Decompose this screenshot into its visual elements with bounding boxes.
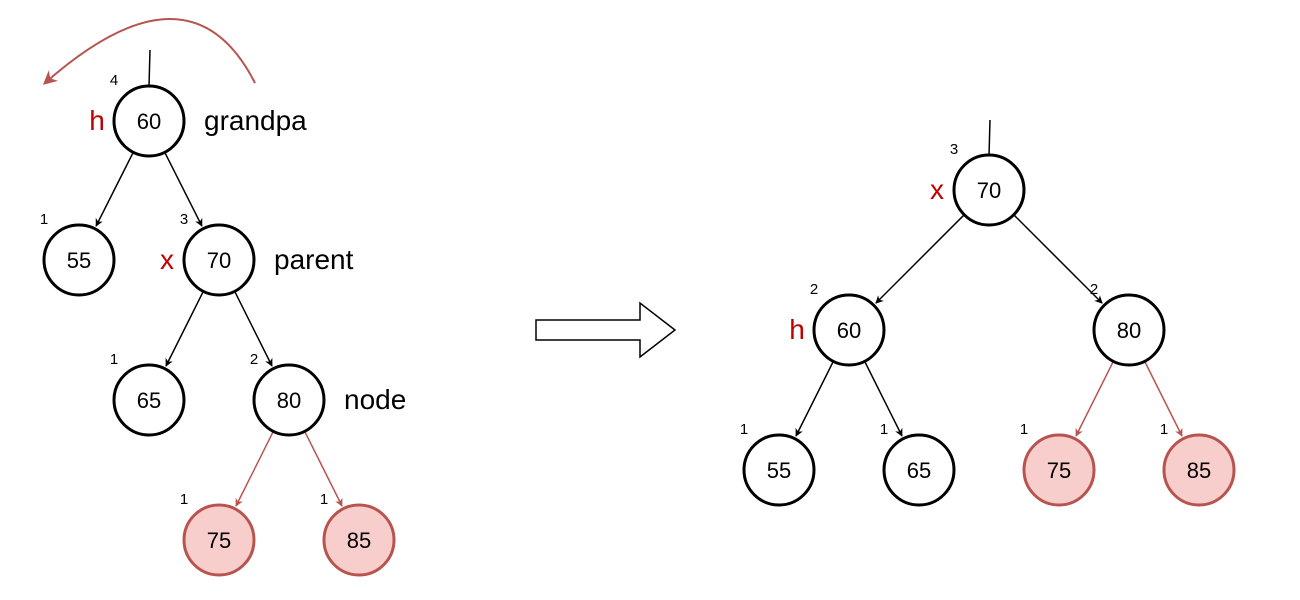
tree-edge [1013,214,1103,304]
node-height-label: 2 [810,281,818,298]
node-variable-label: h [89,105,105,136]
tree-node: 55 1 [740,421,816,507]
node-circle [182,503,256,577]
node-role-label: node [344,384,406,415]
node-circle [1092,293,1166,367]
node-height-label: 1 [880,421,888,438]
tree-edge [1075,361,1114,437]
transition-arrow-icon [535,301,677,359]
node-height-label: 1 [1020,421,1028,438]
node-height-label: 3 [950,141,958,158]
node-value: 65 [137,388,161,413]
node-circle [1022,433,1096,507]
tree-edge [235,431,274,507]
node-role-label: grandpa [204,105,307,136]
node-value: 55 [67,248,91,273]
node-height-label: 1 [740,421,748,438]
tree-edge [304,431,343,507]
node-value: 75 [207,528,231,553]
tree-node: 75 1 [180,491,256,577]
node-circle [112,363,186,437]
tree-node: 80 2 node [250,351,406,437]
node-circle [952,153,1026,227]
node-value: 85 [1187,458,1211,483]
tree-edge [864,361,903,437]
node-height-label: 1 [40,211,48,228]
tree-node: 80 2 [1090,281,1166,367]
node-value: 70 [207,248,231,273]
rotation-arrow [42,18,256,85]
node-height-label: 2 [250,351,258,368]
node-height-label: 4 [110,72,118,89]
node-height-label: 3 [180,211,188,228]
tree-node: 60 2h [789,281,886,367]
node-circle [1162,433,1236,507]
node-value: 75 [1047,458,1071,483]
tree-edge [165,291,204,367]
root-connector-line [988,119,991,157]
node-circle [322,503,396,577]
tree-edge [234,291,273,367]
node-circle [742,433,816,507]
node-value: 65 [907,458,931,483]
tree-node: 60 4h grandpa [89,72,307,158]
tree-node: 70 3x parent [160,211,354,297]
node-height-label: 2 [1090,281,1098,298]
tree-edge [795,361,834,437]
node-variable-label: x [930,174,944,205]
node-value: 60 [837,318,861,343]
node-value: 80 [1117,318,1141,343]
tree-node: 75 1 [1020,421,1096,507]
node-height-label: 1 [180,491,188,508]
tree-node: 85 1 [1160,421,1236,507]
node-value: 85 [347,528,371,553]
tree-edge [95,152,134,227]
node-circle [252,363,326,437]
node-value: 55 [767,458,791,483]
node-height-label: 1 [110,351,118,368]
root-connector-line [148,49,151,87]
tree-edge [875,214,965,304]
node-value: 70 [977,178,1001,203]
tree-node: 85 1 [320,491,396,577]
node-circle [882,433,956,507]
node-circle [112,84,186,158]
node-role-label: parent [274,244,354,275]
tree-node: 65 1 [110,351,186,437]
tree-node: 70 3x [930,141,1026,227]
before-tree: 60 4h grandpa 55 1 70 3x parent 65 1 80 2 node 75 1 85 1 [40,18,406,577]
node-variable-label: h [789,314,805,345]
node-variable-label: x [160,244,174,275]
node-circle [42,223,116,297]
node-value: 60 [137,109,161,134]
tree-edge [1144,361,1183,437]
tree-node: 55 1 [40,211,116,297]
node-value: 80 [277,388,301,413]
node-circle [182,223,256,297]
node-height-label: 1 [320,491,328,508]
node-height-label: 1 [1160,421,1168,438]
node-circle [812,293,886,367]
tree-node: 65 1 [880,421,956,507]
tree-edge [164,152,203,227]
